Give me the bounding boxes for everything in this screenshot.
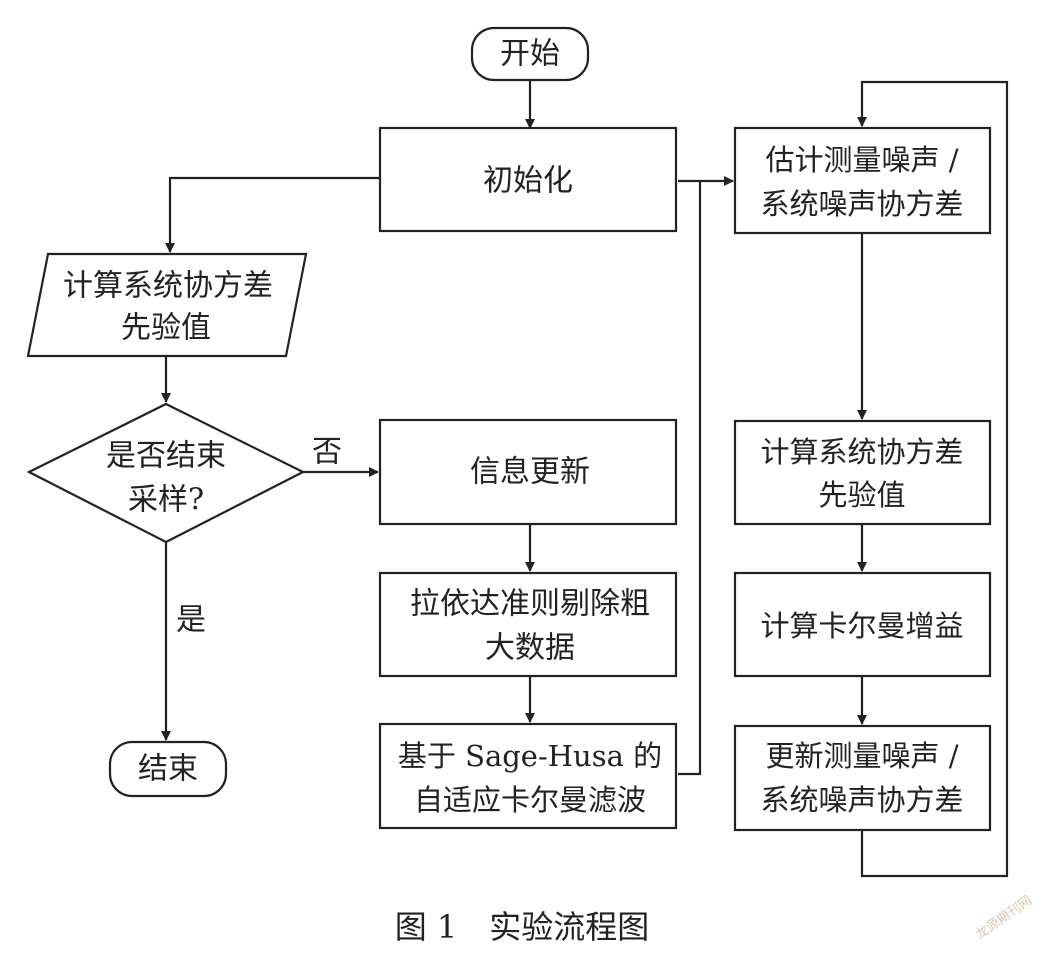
end-label: 结束 [138,752,198,787]
estimate-noise-line2: 系统噪声协方差 [760,187,963,221]
sage-husa-node: 基于 Sage-Husa 的 自适应卡尔曼滤波 [378,722,678,830]
arrow-loop-back-to-estimate-noise [857,80,1009,878]
calc-prior-left-line2: 先验值 [121,311,211,346]
decision-line1: 是否结束 [106,439,226,474]
info-update-node: 信息更新 [378,418,678,526]
decision-node: 是否结束 采样? [26,402,306,544]
start-node: 开始 [470,26,590,82]
calc-prior-left-line1: 计算系统协方差 [63,269,273,304]
sage-husa-line2: 自适应卡尔曼滤波 [414,783,646,817]
sage-husa-line1: 基于 Sage-Husa 的 [398,739,662,773]
calc-prior-left-node: 计算系统协方差 先验值 [26,252,308,358]
info-update-label: 信息更新 [470,455,590,490]
init-node: 初始化 [378,126,678,233]
start-label: 开始 [500,37,560,72]
watermark: 龙源期刊网 [973,893,1035,943]
edge-label-no: 否 [312,435,342,470]
calc-prior-right-line2: 先验值 [818,478,905,512]
calc-prior-right-node: 计算系统协方差 先验值 [733,419,992,526]
kalman-gain-label: 计算卡尔曼增益 [760,609,963,643]
decision-line2: 采样? [128,483,204,518]
figure-caption: 图 1 实验流程图 [395,908,650,946]
pauta-node: 拉依达准则剔除粗 大数据 [378,571,678,678]
estimate-noise-node: 估计测量噪声 / 系统噪声协方差 [733,126,992,235]
arrow-init-to-calc-prior [165,176,380,253]
edge-label-yes: 是 [176,603,206,638]
calc-prior-right-line1: 计算系统协方差 [760,435,963,469]
kalman-gain-node: 计算卡尔曼增益 [733,571,992,678]
connectors [161,80,1009,878]
update-noise-node: 更新测量噪声 / 系统噪声协方差 [733,724,992,832]
update-noise-line2: 系统噪声协方差 [760,783,963,817]
pauta-line2: 大数据 [485,631,575,666]
estimate-noise-line1: 估计测量噪声 / [766,143,959,177]
line-sage-husa-to-right-column [678,181,702,776]
end-node: 结束 [108,740,228,798]
update-noise-line1: 更新测量噪声 / [766,739,959,773]
init-label: 初始化 [483,164,573,199]
pauta-line1: 拉依达准则剔除粗 [410,587,650,622]
